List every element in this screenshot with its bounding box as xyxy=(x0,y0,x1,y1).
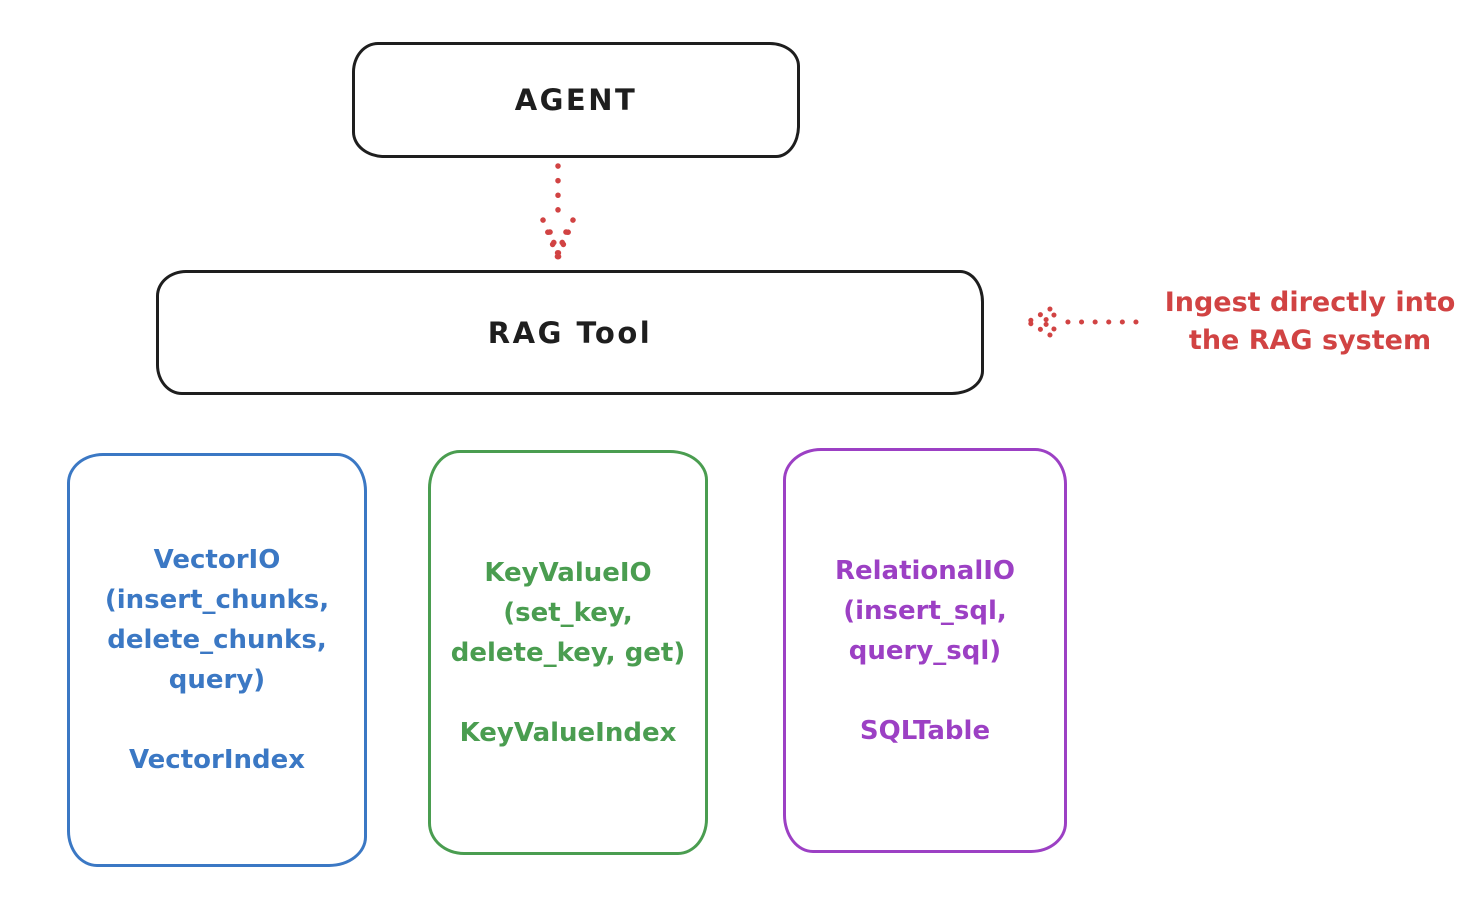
key-value-io-box-footer: KeyValueIndex xyxy=(459,717,677,748)
vector-io-box-footer: VectorIndex xyxy=(128,745,306,775)
relational-io-box-footer: SQLTable xyxy=(859,715,991,746)
rag-tool-box-label: RAG Tool xyxy=(487,315,653,350)
dotted-arrow-down-icon xyxy=(540,163,576,261)
agent-box-label: AGENT xyxy=(514,83,638,117)
agent-box: AGENT xyxy=(352,42,800,158)
vector-io-box: VectorIO (insert_chunks, delete_chunks, … xyxy=(67,453,367,867)
dotted-arrow-left-icon xyxy=(1025,306,1139,338)
key-value-io-box: KeyValueIO (set_key, delete_key, get) Ke… xyxy=(428,450,708,855)
relational-io-box: RelationalIO (insert_sql, query_sql) SQL… xyxy=(783,448,1067,853)
relational-io-box-body: RelationalIO (insert_sql, query_sql) xyxy=(834,555,1016,666)
key-value-io-box-body: KeyValueIO (set_key, delete_key, get) xyxy=(450,557,686,668)
vector-io-box-body: VectorIO (insert_chunks, delete_chunks, … xyxy=(104,545,330,695)
rag-tool-box: RAG Tool xyxy=(156,270,984,395)
ingest-annotation: Ingest directly into the RAG system xyxy=(1164,287,1456,356)
